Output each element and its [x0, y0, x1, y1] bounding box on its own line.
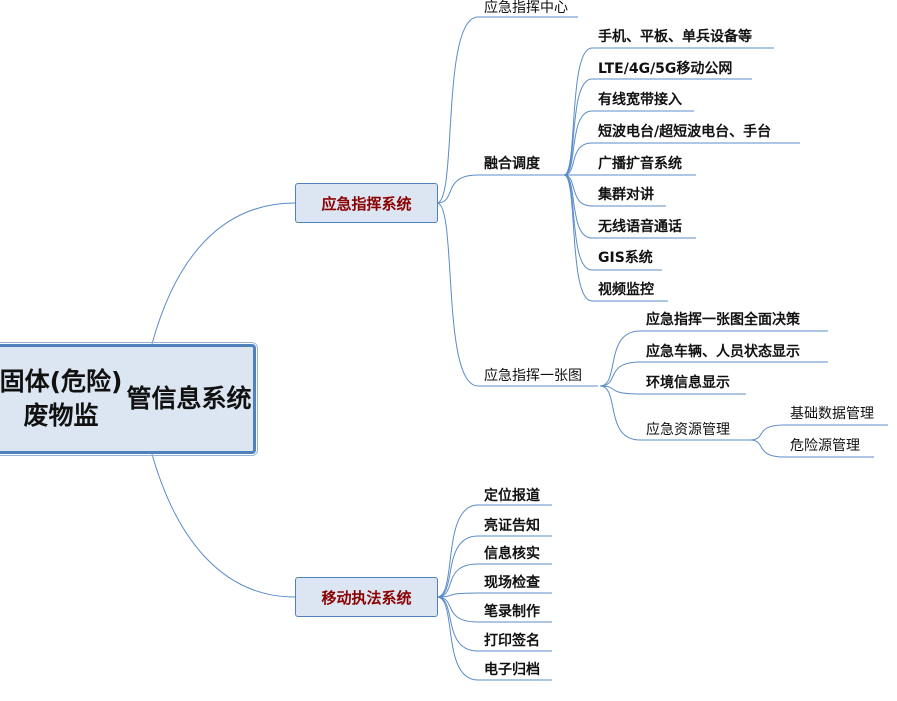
branch-link [563, 174, 593, 302]
branch-link [563, 47, 593, 176]
branch-link [749, 424, 785, 441]
branch-link [436, 596, 479, 681]
root-title-line1: 固体(危险)废物监 [0, 367, 123, 430]
branch-emergency-command[interactable]: 应急指挥系统 [295, 183, 438, 223]
root-title-line2: 管信息系统 [126, 384, 252, 414]
branch-mobile-enforcement[interactable]: 移动执法系统 [295, 577, 438, 617]
enforcement-item[interactable]: 亮证告知 [484, 518, 540, 534]
node-command-center[interactable]: 应急指挥中心 [484, 0, 568, 16]
enforcement-item[interactable]: 电子归档 [484, 662, 540, 678]
fusion-item[interactable]: 无线语音通话 [598, 219, 682, 235]
fusion-item[interactable]: 有线宽带接入 [598, 92, 682, 108]
branch-link [599, 361, 641, 387]
fusion-item[interactable]: 短波电台/超短波电台、手台 [598, 124, 772, 140]
root-link [151, 202, 296, 345]
branch-link [436, 504, 479, 598]
fusion-item[interactable]: 广播扩音系统 [598, 156, 682, 172]
enforcement-item[interactable]: 信息核实 [484, 546, 540, 562]
root-node[interactable]: 固体(危险)废物监 管信息系统 [0, 342, 258, 456]
node-resource-management[interactable]: 应急资源管理 [646, 422, 730, 438]
fusion-item[interactable]: 视频监控 [598, 282, 654, 298]
node-fusion-dispatch[interactable]: 融合调度 [484, 156, 540, 172]
branch-link [563, 174, 593, 239]
enforcement-item[interactable]: 定位报道 [484, 488, 540, 504]
branch-link [563, 78, 593, 176]
branch-link [563, 174, 593, 271]
resource-item[interactable]: 危险源管理 [790, 438, 860, 454]
branch-link [563, 142, 593, 176]
branch-link [436, 596, 479, 652]
resource-item[interactable]: 基础数据管理 [790, 406, 874, 422]
branch-link [436, 174, 479, 204]
branch-emergency-command-label: 应急指挥系统 [321, 194, 412, 213]
branch-mobile-enforcement-label: 移动执法系统 [321, 588, 412, 607]
branch-link [436, 202, 479, 387]
fusion-item[interactable]: 手机、平板、单兵设备等 [598, 29, 752, 45]
enforcement-item[interactable]: 打印签名 [484, 633, 540, 649]
node-command-map[interactable]: 应急指挥一张图 [484, 368, 582, 384]
branch-link [436, 563, 479, 598]
map-item[interactable]: 应急指挥一张图全面决策 [646, 312, 800, 328]
enforcement-item[interactable]: 现场检查 [484, 575, 540, 591]
branch-link [749, 439, 785, 458]
branch-link [436, 535, 479, 598]
branch-link [436, 16, 479, 204]
branch-link [599, 385, 641, 395]
branch-link [599, 330, 641, 387]
root-link [151, 453, 296, 598]
enforcement-item[interactable]: 笔录制作 [484, 604, 540, 620]
branch-link [599, 385, 641, 441]
map-item[interactable]: 环境信息显示 [646, 375, 730, 391]
fusion-item[interactable]: 集群对讲 [598, 187, 654, 203]
branch-link [563, 110, 593, 176]
fusion-item[interactable]: GIS系统 [598, 250, 653, 266]
map-item[interactable]: 应急车辆、人员状态显示 [646, 344, 800, 360]
branch-link [436, 596, 479, 623]
branch-link [436, 592, 479, 598]
fusion-item[interactable]: LTE/4G/5G移动公网 [598, 61, 733, 77]
